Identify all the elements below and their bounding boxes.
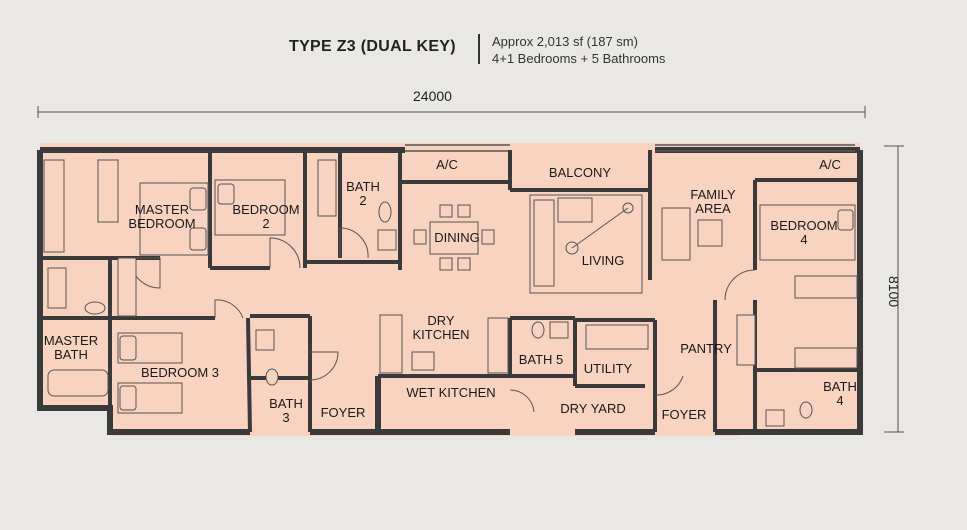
master-bed bbox=[139, 182, 209, 256]
room-bath-5: BATH 5 bbox=[518, 352, 564, 367]
dimension-height-label: 8100 bbox=[886, 276, 902, 308]
title-separator bbox=[478, 34, 480, 64]
label-ac-right: A/C bbox=[819, 157, 841, 172]
room-master-bath: MASTER BATH bbox=[43, 333, 99, 362]
room-bath-4: BATH 4 bbox=[823, 379, 857, 408]
wardrobes bbox=[43, 159, 858, 369]
bedroom3-beds bbox=[117, 332, 183, 414]
room-bath-2: BATH 2 bbox=[346, 179, 380, 208]
room-dry-kitchen: DRY KITCHEN bbox=[412, 313, 470, 342]
bedroom4-bed bbox=[759, 204, 856, 261]
room-wet-kitchen: WET KITCHEN bbox=[406, 385, 496, 400]
door-swings bbox=[129, 227, 756, 413]
label-ac-left: A/C bbox=[436, 157, 458, 172]
room-dining: DINING bbox=[434, 230, 480, 245]
room-foyer-left: FOYER bbox=[320, 405, 366, 420]
room-pantry: PANTRY bbox=[680, 341, 732, 356]
room-bath-3: BATH 3 bbox=[269, 396, 303, 425]
room-living: LIVING bbox=[581, 253, 625, 268]
room-dry-yard: DRY YARD bbox=[560, 401, 626, 416]
ac-strips bbox=[405, 144, 855, 152]
dimension-width-line bbox=[37, 106, 866, 118]
room-family-area: FAMILY AREA bbox=[690, 187, 736, 216]
room-balcony: BALCONY bbox=[548, 165, 612, 180]
room-bedroom-2: BEDROOM 2 bbox=[232, 202, 300, 231]
plan-area: Approx 2,013 sf (187 sm) bbox=[492, 34, 638, 49]
bath-fixtures bbox=[47, 201, 813, 427]
kitchen-counters bbox=[379, 314, 756, 374]
room-bedroom-3: BEDROOM 3 bbox=[140, 365, 219, 380]
dimension-width-label: 24000 bbox=[413, 88, 452, 104]
room-bedroom-4: BEDROOM 4 bbox=[770, 218, 838, 247]
plan-title: TYPE Z3 (DUAL KEY) bbox=[289, 38, 456, 55]
room-utility: UTILITY bbox=[583, 361, 633, 376]
living-sofa bbox=[529, 194, 643, 294]
room-master-bedroom: MASTER BEDROOM bbox=[128, 202, 196, 231]
plan-room-count: 4+1 Bedrooms + 5 Bathrooms bbox=[492, 51, 666, 66]
bedroom2-bed bbox=[214, 179, 286, 236]
room-foyer-right: FOYER bbox=[661, 407, 707, 422]
dining-set bbox=[413, 204, 495, 271]
dimension-height-line bbox=[884, 145, 904, 433]
family-area-furniture bbox=[661, 207, 723, 261]
